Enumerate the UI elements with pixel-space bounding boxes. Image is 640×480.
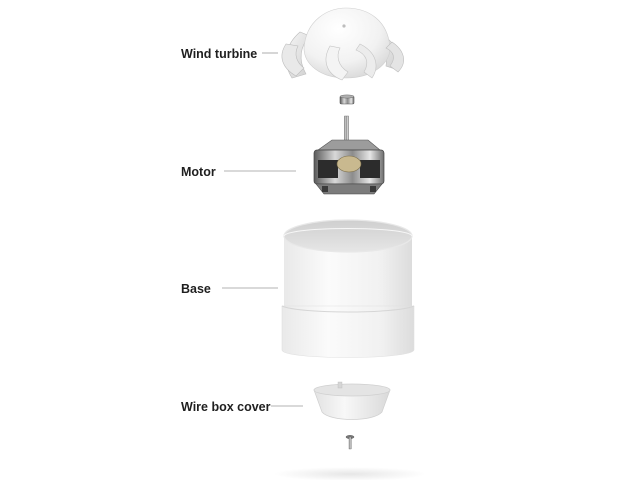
wire-box-cover-part [313, 381, 391, 420]
nut-part [339, 94, 355, 105]
label-base: Base [181, 282, 211, 296]
label-wind-turbine: Wind turbine [181, 47, 258, 61]
motor-part [313, 115, 385, 195]
label-wire-box-cover: Wire box cover [181, 400, 271, 414]
base-part [281, 219, 415, 358]
wind-turbine-part [281, 7, 404, 81]
screw-part [345, 435, 355, 450]
floor-shadow [274, 467, 426, 480]
label-motor: Motor [181, 165, 216, 179]
